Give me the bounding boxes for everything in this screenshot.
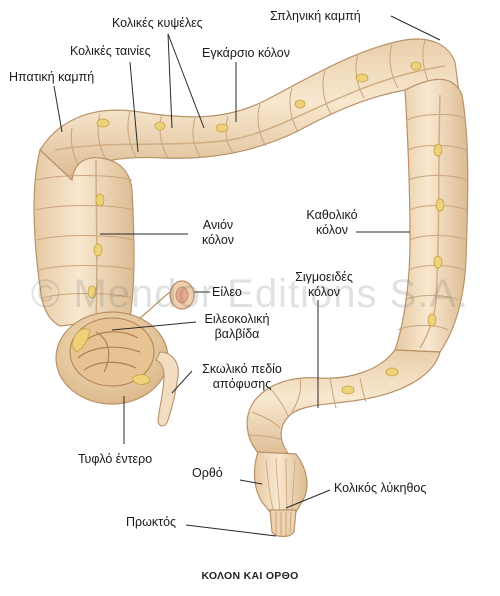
label-cecum: Τυφλό έντερο	[78, 452, 153, 466]
label-ileocecal-valve-line1: Ειλεοκολική	[204, 312, 270, 326]
label-anus: Πρωκτός	[126, 515, 177, 529]
label-ascending-colon: Ανιόν κόλον	[190, 218, 246, 248]
anal-canal	[269, 509, 297, 538]
figure-caption: ΚΟΛΟΝ ΚΑΙ ΟΡΘΟ	[201, 570, 299, 582]
label-descending-colon-line1: Καθολικό	[306, 208, 358, 222]
leader-lines	[53, 15, 441, 537]
label-appendix: Σκωλικό πεδίο απόφυσης	[194, 362, 290, 392]
appendix	[155, 351, 179, 427]
ascending-haustra	[35, 175, 135, 299]
label-ascending-colon-line2: κόλον	[201, 233, 235, 247]
label-descending-colon-line2: κόλον	[315, 223, 349, 237]
label-ileocecal-valve: Ειλεοκολική βαλβίδα	[196, 312, 278, 342]
label-taeniae-coli: Κολικές ταινίες	[70, 44, 151, 58]
label-colic-haustra: Κολικές κυψέλες	[112, 16, 203, 30]
label-rectum: Ορθό	[192, 466, 223, 480]
label-ascending-colon-line1: Ανιόν	[202, 218, 234, 232]
label-descending-colon: Καθολικό κόλον	[300, 208, 364, 238]
ileocecal-valve-folds	[77, 331, 141, 373]
fat-tags	[87, 61, 445, 395]
label-transverse-colon: Εγκάρσιο κόλον	[202, 46, 291, 60]
label-appendix-line2: απόφυσης	[212, 377, 272, 391]
label-sigmoid-colon-line1: Σιγμοειδές	[295, 270, 353, 284]
watermark: © Mendor Editions S.A.	[30, 272, 470, 316]
label-ileum: Είλεο	[212, 285, 242, 299]
ascending-colon	[33, 148, 135, 327]
label-sigmoid-colon-line2: κόλον	[307, 285, 341, 299]
label-splenic-flexure: Σπληνική καμπή	[270, 9, 361, 23]
label-sigmoid-colon: Σιγμοειδές κόλον	[284, 270, 364, 300]
label-ileocecal-valve-line2: βαλβίδα	[214, 327, 260, 341]
label-anal-columns: Κολικός λύκηθος	[334, 481, 427, 495]
label-appendix-line1: Σκωλικό πεδίο	[202, 362, 282, 376]
label-hepatic-flexure: Ηπατική καμπή	[9, 70, 95, 84]
